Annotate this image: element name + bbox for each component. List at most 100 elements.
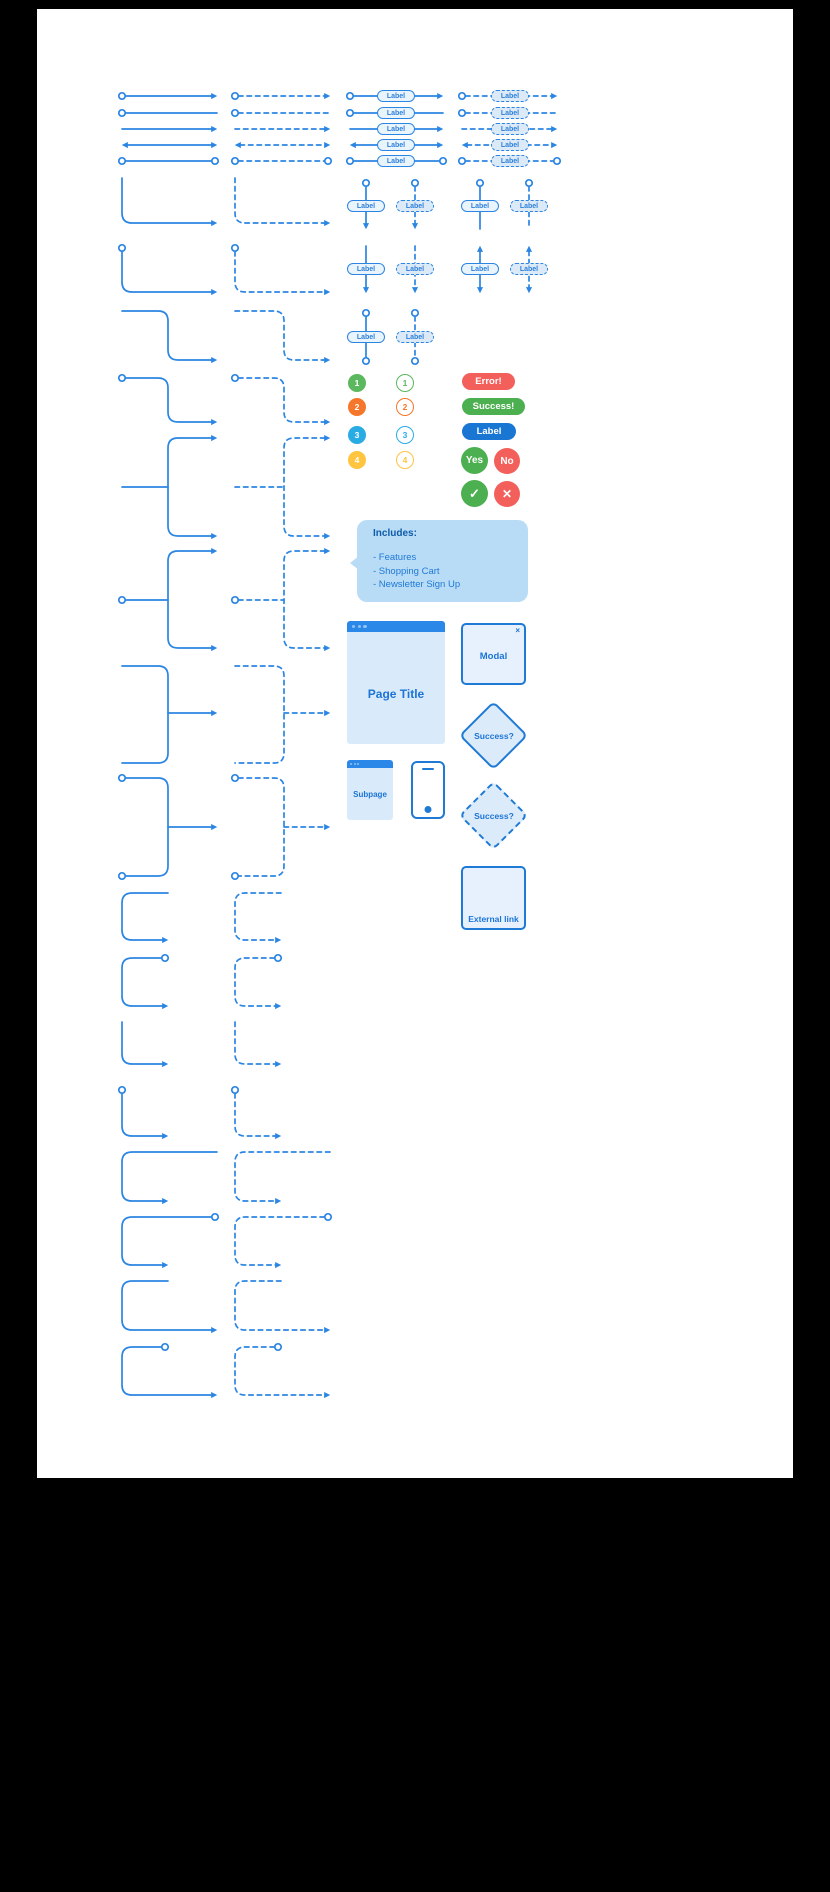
line-solid-circle-arrow xyxy=(117,91,218,101)
connector-label-pill: Label xyxy=(377,155,415,167)
modal-title: Modal xyxy=(479,651,508,662)
connector-label-pill: Label xyxy=(377,123,415,135)
line-solid-circle-plain xyxy=(117,108,218,118)
connector-dashed-ubend-circle-top xyxy=(234,1212,333,1269)
connector-dashed-scurve-circle-arrow xyxy=(230,373,331,426)
connector-dashed-ubend-long-top xyxy=(234,1151,331,1205)
connector-label-pill: Label xyxy=(347,200,385,212)
connector-label-pill-dashed: Label xyxy=(396,263,434,275)
connector-dashed-bracket-circles-mid-arrow xyxy=(230,773,331,881)
connector-dashed-branch-circle-stub xyxy=(230,547,331,652)
check-icon: ✓ xyxy=(461,480,488,507)
connector-label-pill: Label xyxy=(377,107,415,119)
external-link-label: External link xyxy=(468,914,519,924)
cross-icon: ✕ xyxy=(494,481,520,507)
step-2-filled: 2 xyxy=(348,398,366,416)
external-link-box: External link xyxy=(461,866,526,930)
no-badge: No xyxy=(494,448,520,474)
connector-label-pill: Label xyxy=(461,263,499,275)
subpage-titlebar xyxy=(347,760,393,768)
connector-dashed-scurve-arrow xyxy=(234,310,331,364)
connector-dashed-short-elbow-arrow xyxy=(234,1021,282,1068)
close-icon: × xyxy=(515,626,520,635)
connector-label-pill-dashed: Label xyxy=(491,155,529,167)
connector-dashed-branch-two-arrows xyxy=(234,434,331,540)
connector-label-pill: Label xyxy=(347,263,385,275)
browser-titlebar xyxy=(347,621,445,632)
connector-label-pill: Label xyxy=(461,200,499,212)
step-3-outlined: 3 xyxy=(396,426,414,444)
connector-solid-scurve-circle-arrow xyxy=(117,373,218,426)
callout-item: - Features xyxy=(373,552,417,563)
connector-solid-ubend-long-bottom xyxy=(121,1280,218,1334)
page-title: Page Title xyxy=(367,687,425,701)
subpage-title: Subpage xyxy=(353,789,387,799)
connector-solid-bracket-circles-mid-arrow xyxy=(117,773,218,881)
connector-solid-short-elbow-arrow xyxy=(121,1021,169,1068)
connector-solid-cbracket-arrow xyxy=(121,892,169,944)
subpage-mockup: Subpage xyxy=(347,760,393,820)
decision-label: Success? xyxy=(474,731,514,741)
window-dot-icon xyxy=(357,624,361,629)
connector-solid-elbow-arrow xyxy=(121,177,218,227)
phone-mockup xyxy=(411,761,445,819)
connector-dashed-short-elbow-circle-arrow xyxy=(230,1085,282,1140)
connector-label-pill: Label xyxy=(377,90,415,102)
connector-label-pill-dashed: Label xyxy=(491,139,529,151)
connector-dashed-elbow-arrow xyxy=(234,177,331,227)
connector-solid-ubend-circle-short-top xyxy=(121,1342,218,1399)
connector-dashed-bracket-mid-arrow xyxy=(234,665,331,764)
vlabel-solid-circle-circle xyxy=(361,308,371,366)
window-dot-icon xyxy=(352,624,356,629)
step-1-outlined: 1 xyxy=(396,374,414,392)
label-badge: Label xyxy=(462,423,516,440)
step-1-filled: 1 xyxy=(348,374,366,392)
error-badge: Error! xyxy=(462,373,515,390)
success-badge: Success! xyxy=(462,398,525,415)
callout-item: - Newsletter Sign Up xyxy=(373,579,461,590)
connector-solid-cbracket-circle-arrow xyxy=(121,953,170,1010)
connector-label-pill: Label xyxy=(347,331,385,343)
connector-solid-elbow-circle-arrow xyxy=(117,243,218,296)
phone-home-button-icon xyxy=(424,806,432,813)
callout-title: Includes: xyxy=(373,528,417,539)
callout-item: - Shopping Cart xyxy=(373,565,440,577)
page-mockup: Page Title xyxy=(347,621,445,744)
connector-solid-scurve-arrow xyxy=(121,310,218,364)
tooltip-callout: Includes: - Features - Shopping Cart - N… xyxy=(350,520,528,602)
connector-label-pill: Label xyxy=(377,139,415,151)
callout-tail xyxy=(350,556,359,570)
connector-label-pill-dashed: Label xyxy=(491,107,529,119)
subpage-body: Subpage xyxy=(347,767,393,820)
connector-solid-ubend-long-top xyxy=(121,1151,218,1205)
phone-speaker-icon xyxy=(422,768,434,770)
vlabel-solid-circle-plain xyxy=(475,178,485,230)
connector-solid-bracket-mid-arrow xyxy=(121,665,218,764)
connector-solid-short-elbow-circle-arrow xyxy=(117,1085,169,1140)
step-3-filled: 3 xyxy=(348,426,366,444)
modal-mockup: × Modal xyxy=(461,623,526,685)
connector-label-pill-dashed: Label xyxy=(491,90,529,102)
connector-dashed-cbracket-circle-arrow xyxy=(234,953,283,1010)
window-dot-icon xyxy=(353,762,356,765)
vlabel-solid-circle-arrow xyxy=(361,178,371,230)
connector-solid-ubend-circle-top xyxy=(121,1212,220,1269)
connector-dashed-ubend-circle-short-top xyxy=(234,1342,331,1399)
connector-label-pill-dashed: Label xyxy=(510,200,548,212)
connector-label-pill-dashed: Label xyxy=(396,331,434,343)
window-dot-icon xyxy=(350,762,352,765)
line-dashed-circle-circle xyxy=(230,156,333,166)
connector-label-pill-dashed: Label xyxy=(510,263,548,275)
window-dot-icon xyxy=(357,762,359,765)
yes-badge: Yes xyxy=(461,447,488,474)
connector-solid-branch-two-arrows xyxy=(121,434,218,540)
connector-label-pill-dashed: Label xyxy=(491,123,529,135)
page-body: Page Title xyxy=(347,632,445,744)
line-dashed-circle-arrow xyxy=(230,91,331,101)
connector-solid-branch-circle-stub xyxy=(117,547,218,652)
connector-dashed-elbow-circle-arrow xyxy=(230,243,331,296)
window-dot-icon xyxy=(363,624,367,629)
step-4-outlined: 4 xyxy=(396,451,414,469)
